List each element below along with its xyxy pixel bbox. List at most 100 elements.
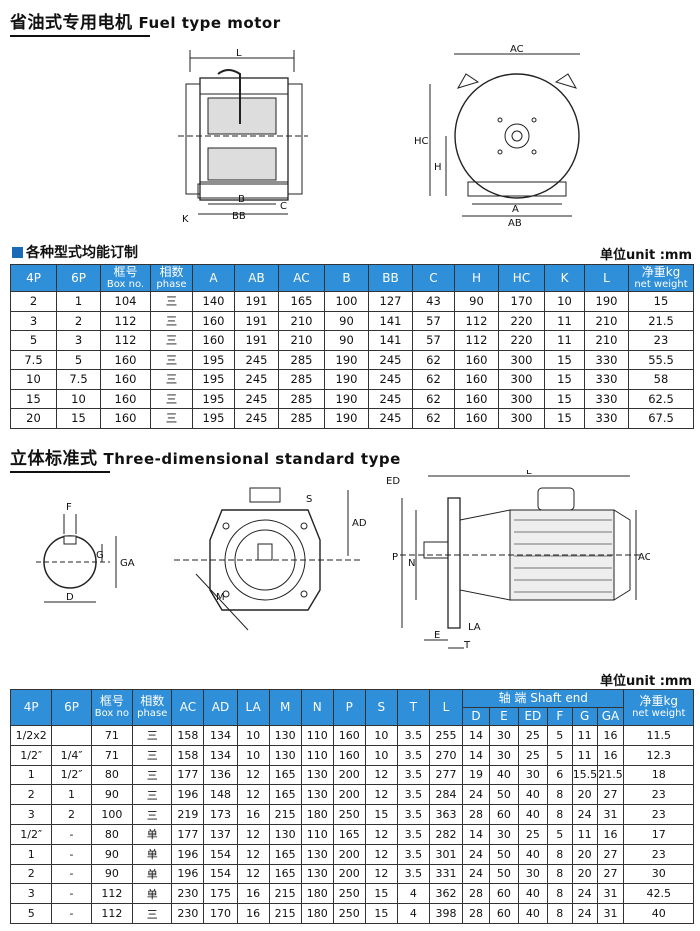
table-cell: 245 bbox=[234, 369, 279, 390]
table-cell: 245 bbox=[368, 349, 413, 370]
table-cell: 134 bbox=[203, 744, 238, 766]
table-cell: 三 bbox=[150, 369, 193, 390]
table-cell: 196 bbox=[171, 784, 205, 806]
table-cell: 277 bbox=[428, 764, 464, 786]
table-cell: 8 bbox=[546, 883, 573, 905]
table-cell: 62 bbox=[412, 388, 455, 409]
table-cell: 148 bbox=[203, 784, 238, 806]
label-std-E: E bbox=[434, 630, 440, 641]
header-cell: AC bbox=[278, 264, 325, 292]
table-cell: 27 bbox=[596, 784, 625, 806]
shaft-col-header: GA bbox=[596, 707, 625, 726]
label-key-GA: GA bbox=[120, 558, 135, 569]
table-cell: 160 bbox=[454, 369, 499, 390]
table-cell: 195 bbox=[192, 369, 235, 390]
table-cell: 245 bbox=[368, 408, 413, 429]
table-cell: 210 bbox=[584, 310, 629, 331]
table-cell: 1/2″ bbox=[9, 823, 53, 845]
table-cell: 3 bbox=[9, 804, 53, 825]
table-cell: 160 bbox=[100, 388, 151, 409]
table-cell: 12 bbox=[364, 843, 398, 865]
table-cell: 80 bbox=[90, 764, 134, 786]
table-cell: 7.5 bbox=[10, 349, 57, 370]
table-cell: 330 bbox=[584, 349, 629, 370]
table-cell: 130 bbox=[300, 764, 334, 786]
table-cell: 90 bbox=[90, 784, 134, 806]
label-std-L: L bbox=[526, 470, 532, 477]
table-cell: 180 bbox=[300, 804, 334, 825]
table-cell: 16 bbox=[596, 744, 625, 766]
section2-unit: 单位unit :mm bbox=[600, 674, 692, 689]
table-cell: 11 bbox=[571, 744, 598, 766]
table-cell: 43 bbox=[412, 291, 455, 312]
table-cell: 15 bbox=[544, 408, 585, 429]
table-cell: - bbox=[51, 863, 92, 885]
label-std-AC: AC bbox=[638, 552, 650, 563]
table-cell: 285 bbox=[278, 388, 325, 409]
table-cell: 110 bbox=[300, 725, 334, 746]
table-cell: 11 bbox=[571, 725, 598, 746]
table-cell: 50 bbox=[488, 784, 519, 806]
table-cell: 14 bbox=[462, 823, 490, 845]
table-cell: 7.5 bbox=[56, 369, 101, 390]
table-cell: 12 bbox=[364, 823, 398, 845]
table-cell: 2 bbox=[51, 804, 92, 825]
table-cell: 三 bbox=[132, 744, 173, 766]
table-cell: 130 bbox=[300, 863, 334, 885]
table-cell: 21.5 bbox=[628, 310, 694, 331]
table-cell: 三 bbox=[132, 784, 173, 806]
table-cell: 210 bbox=[278, 330, 325, 351]
table-cell: 三 bbox=[150, 408, 193, 429]
header-cell: P bbox=[332, 689, 366, 726]
table-cell: 270 bbox=[428, 744, 464, 766]
table-cell: 20 bbox=[571, 843, 598, 865]
table-cell: 28 bbox=[462, 883, 490, 905]
table-cell: 245 bbox=[368, 388, 413, 409]
table-cell: 3 bbox=[56, 330, 101, 351]
shaft-col-header: G bbox=[571, 707, 598, 726]
table-cell: 40 bbox=[517, 843, 548, 865]
table-cell: - bbox=[51, 843, 92, 865]
table-cell: 12 bbox=[364, 863, 398, 885]
table-cell: 141 bbox=[368, 330, 413, 351]
table-cell: 24 bbox=[462, 784, 490, 806]
table-cell: 55.5 bbox=[628, 349, 694, 370]
table-cell: 20 bbox=[571, 784, 598, 806]
table-cell: 220 bbox=[498, 330, 545, 351]
table-cell: 180 bbox=[300, 883, 334, 905]
table-cell: 16 bbox=[236, 883, 270, 905]
table-cell: 300 bbox=[498, 408, 545, 429]
table-cell: 三 bbox=[150, 310, 193, 331]
table-cell: 5 bbox=[546, 823, 573, 845]
table-cell: 27 bbox=[596, 843, 625, 865]
table-cell: 12.3 bbox=[623, 744, 694, 766]
table-cell: 195 bbox=[192, 349, 235, 370]
table-cell: 130 bbox=[268, 823, 302, 845]
label-front-C: C bbox=[280, 201, 287, 212]
table-cell: 8 bbox=[546, 903, 573, 924]
label-flange-M: M bbox=[216, 592, 225, 603]
table-cell: 三 bbox=[132, 804, 173, 825]
table-cell: 30 bbox=[488, 823, 519, 845]
table-cell bbox=[51, 725, 92, 746]
table-cell: 165 bbox=[268, 764, 302, 786]
section1-subtitle: 各种型式均能订制 bbox=[12, 242, 138, 262]
label-side-AB: AB bbox=[508, 218, 522, 229]
header-cell: AB bbox=[234, 264, 279, 292]
section1-title-underline bbox=[10, 35, 150, 37]
table-cell: 12 bbox=[364, 784, 398, 806]
table-cell: 23 bbox=[623, 843, 694, 865]
table-cell: 1/2x2 bbox=[9, 725, 53, 746]
table-cell: 245 bbox=[234, 388, 279, 409]
label-std-ED: ED bbox=[386, 476, 400, 487]
